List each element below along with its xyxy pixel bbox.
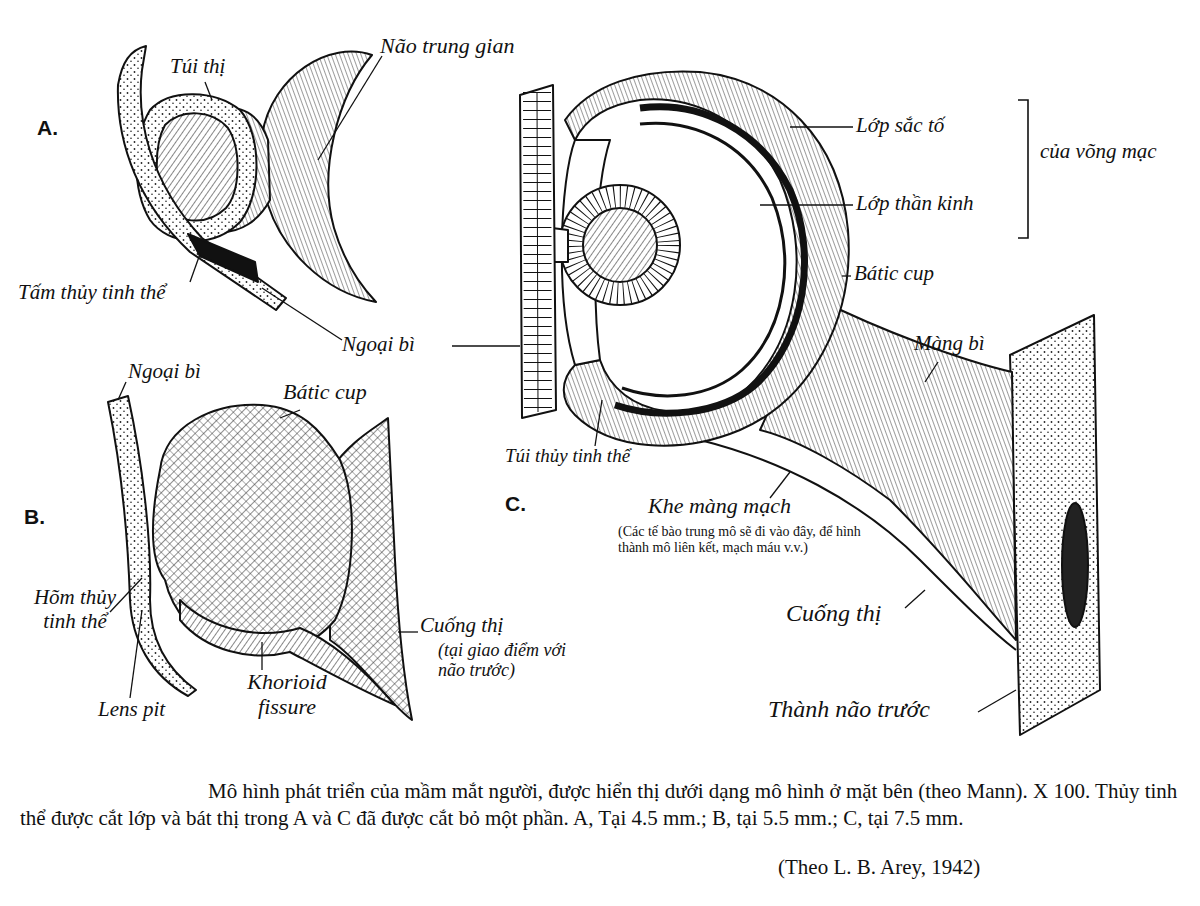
lens-vesicle-inner	[583, 208, 657, 282]
figure-b	[108, 396, 412, 720]
part-label: của võng mạc	[1040, 140, 1170, 164]
ectoderm-c	[520, 85, 556, 418]
bracket-line	[1018, 100, 1028, 238]
leader-line	[118, 382, 126, 400]
part-label: Não trung gian	[380, 34, 514, 59]
part-label: Túi thủy tinh thể	[505, 445, 630, 466]
ectoderm-midline	[537, 92, 538, 412]
part-label: Ngoại bì	[342, 333, 415, 357]
part-label: Cuống thị	[786, 600, 881, 627]
part-label: Thành não trước	[768, 696, 930, 723]
part-label: (Các tế bào trung mô sẽ đi vào đây, để h…	[618, 524, 878, 555]
bracket	[1018, 100, 1028, 238]
part-label: Khe màng mạch	[648, 494, 791, 519]
leader-line	[130, 610, 142, 698]
lens-vesicle-cells	[572, 197, 669, 294]
leader-line	[978, 690, 1016, 712]
part-label: Cuống thị	[420, 614, 503, 638]
leader-line	[760, 204, 853, 205]
figure-caption: Mô hình phát triển của mầm mắt người, đư…	[20, 778, 1185, 831]
panel-letter: B.	[24, 505, 45, 529]
ectoderm-b	[108, 396, 196, 696]
part-label: (Theo L. B. Arey, 1942)	[778, 856, 980, 880]
leader-line	[261, 642, 262, 670]
part-label: Ngoại bì	[128, 360, 201, 384]
panel-letter: A.	[37, 116, 58, 140]
diencephalon	[261, 52, 376, 302]
leader-line	[280, 410, 300, 418]
leader-line	[398, 631, 418, 632]
part-label: Lens pit	[98, 698, 165, 722]
leader-line	[790, 126, 853, 127]
leader-line	[205, 82, 212, 100]
part-label: Bátic cup	[283, 380, 367, 405]
lens-plate	[188, 234, 258, 282]
leader-line	[452, 345, 520, 346]
part-label: Màng bì	[914, 332, 985, 356]
leader-line	[842, 275, 851, 276]
part-label: Túi thị	[170, 55, 225, 79]
part-label: Tấm thủy tinh thể	[18, 281, 166, 305]
part-label: Hõm thủy tinh thể	[30, 586, 120, 633]
ectoderm-a	[118, 46, 286, 310]
ectoderm-cells	[537, 92, 538, 412]
brain-wall-opening	[1062, 503, 1088, 627]
leader-line	[925, 362, 938, 382]
brain-wall	[1010, 315, 1100, 735]
leader-line	[262, 288, 342, 340]
figure-c	[520, 71, 1100, 735]
part-label: Khorioid fissure	[222, 670, 352, 719]
lens-vesicle-outer	[560, 185, 680, 305]
leader-line	[905, 590, 925, 608]
leader-line	[595, 400, 602, 446]
leader-line	[190, 254, 200, 282]
leader-lines	[110, 56, 1016, 712]
leader-line	[318, 56, 382, 160]
figure-a	[118, 46, 376, 310]
part-label: Lớp sắc tố	[856, 114, 944, 138]
panel-letter: C.	[505, 492, 526, 516]
part-label: Bátic cup	[854, 262, 934, 286]
part-label: (tại giao điểm với não trước)	[438, 640, 578, 680]
part-label: Lớp thần kinh	[856, 192, 973, 216]
